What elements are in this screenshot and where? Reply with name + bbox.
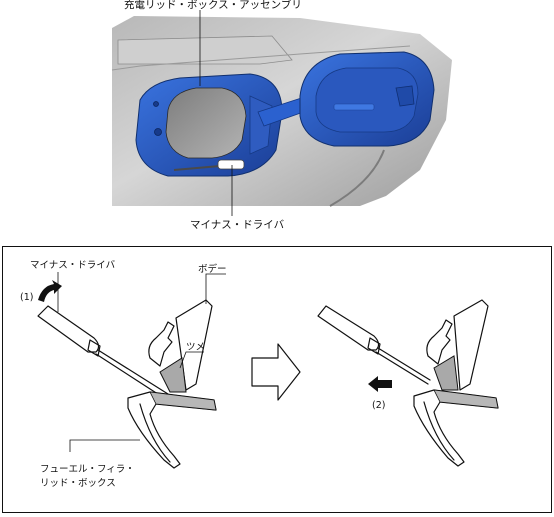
screwdriver-shaft-right [377, 347, 431, 381]
body-shadow-edge [329, 149, 385, 207]
box-shade-left [149, 391, 217, 411]
leader-tab [179, 351, 204, 369]
top-photo: 充電リッド・ボックス・アッセンブリ マイナス・ドライバ [111, 0, 452, 231]
tab-left [159, 357, 187, 393]
screwdriver-ferrule-right [367, 337, 381, 355]
lid-latch [395, 85, 415, 107]
body-panel-right [453, 299, 489, 391]
fuel-filler-box-right [413, 389, 499, 467]
charge-port-opening [165, 87, 247, 159]
screwdriver-label-bottom: マイナス・ドライバ [30, 260, 116, 271]
rotate-arrow-icon [38, 280, 62, 302]
pull-arrow-icon [368, 376, 392, 392]
screwdriver-shaft-left-2 [95, 353, 165, 399]
tab-right [433, 355, 459, 391]
fuel-filler-box-right-lip [423, 401, 455, 461]
screwdriver-shaft-right-2 [375, 351, 429, 385]
leader-fuel-box [69, 439, 140, 452]
tab-label: ツメ [186, 342, 205, 353]
fuel-filler-box-label-2: リッド・ボックス [40, 478, 116, 489]
lid-rib [333, 103, 375, 111]
frame-screw-hole [154, 128, 162, 136]
leader-body [205, 273, 226, 304]
box-shade-right [433, 389, 499, 409]
fuel-filler-box-label-1: フューエル・フィラ・ [40, 464, 135, 475]
frame-screw-hole-2 [153, 101, 159, 107]
bottom-right-view: (2) [317, 299, 499, 467]
screwdriver-shaft-top [173, 165, 221, 171]
bottom-left-view: (1) マイナス・ドライバ ボデー ツメ フューエル・フィラ・ リッド・ボックス [20, 260, 227, 489]
body-crease [117, 35, 293, 65]
fuel-filler-box-left [127, 391, 217, 469]
body-crease-lower [111, 45, 411, 71]
body-clip-upper-left [148, 321, 175, 367]
screwdriver-shaft-left [97, 349, 169, 395]
screwdriver-label-top: マイナス・ドライバ [190, 219, 285, 231]
body-label: ボデー [198, 263, 227, 275]
charge-lid-box-label: 充電リッド・ボックス・アッセンブリ [124, 0, 302, 11]
step-2-label: (2) [372, 400, 385, 411]
transition-arrow-icon [251, 343, 301, 401]
body-clip-upper-right [426, 319, 453, 365]
detail-frame [2, 246, 552, 513]
screwdriver-handle-top [217, 159, 245, 170]
lid-door-inner [315, 67, 419, 133]
fuel-filler-box-left-lip [139, 403, 171, 463]
step-1-label: (1) [20, 292, 33, 303]
